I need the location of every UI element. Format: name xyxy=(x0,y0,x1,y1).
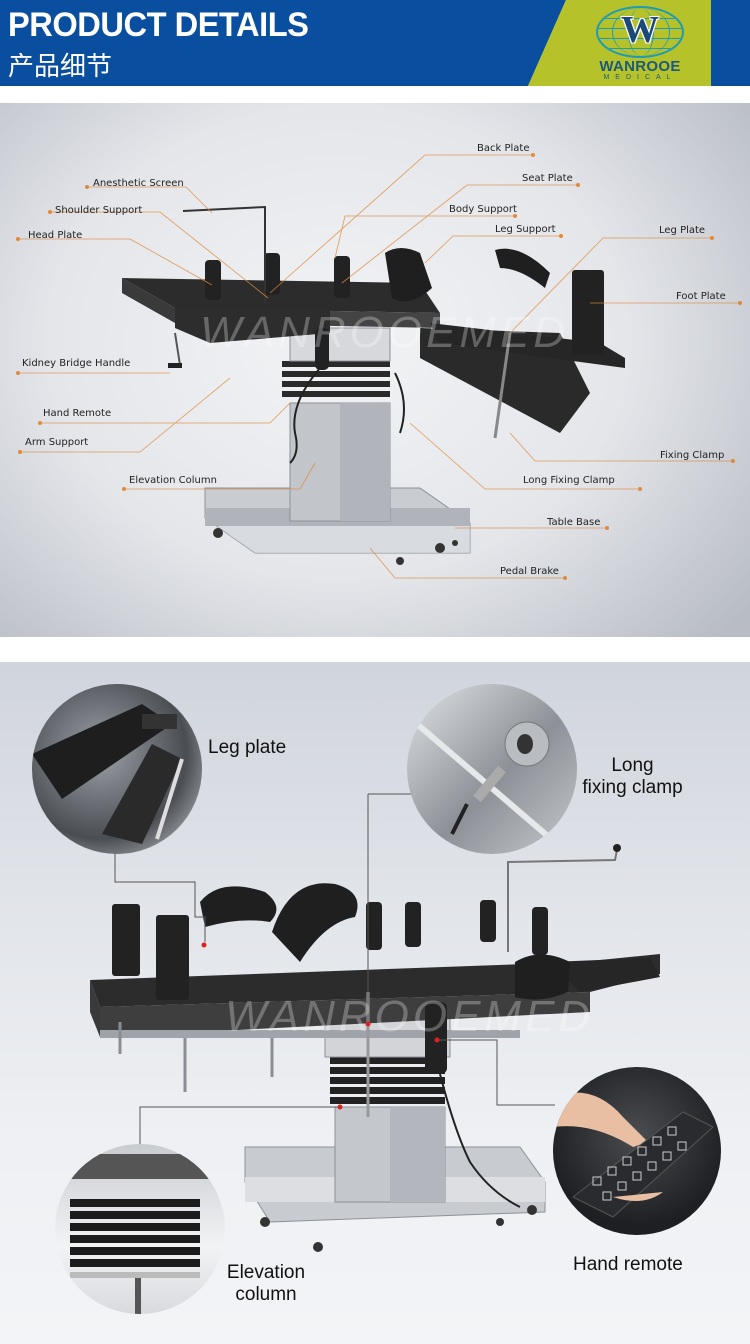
callout-leg-plate: Leg plate xyxy=(208,737,287,758)
callout-elevation-column-line1: Elevation xyxy=(226,1262,306,1283)
label-elevation-column: Elevation Column xyxy=(129,475,217,486)
label-body-support: Body Support xyxy=(449,204,517,215)
leg-plate-detail-image xyxy=(32,684,202,854)
watermark: WANROOEMED xyxy=(225,992,595,1041)
label-back-plate: Back Plate xyxy=(477,143,530,154)
label-leg-plate: Leg Plate xyxy=(659,225,706,236)
label-long-fixing-clamp: Long Fixing Clamp xyxy=(523,475,615,486)
header-right-strip xyxy=(711,0,750,86)
label-fixing-clamp: Fixing Clamp xyxy=(660,450,725,461)
label-foot-plate: Foot Plate xyxy=(676,291,726,302)
label-arm-support: Arm Support xyxy=(25,437,89,448)
long-fixing-clamp-detail-image xyxy=(407,684,577,854)
label-kidney-bridge-handle: Kidney Bridge Handle xyxy=(22,358,131,369)
label-hand-remote: Hand Remote xyxy=(43,408,112,419)
label-pedal-brake: Pedal Brake xyxy=(500,566,559,577)
page-subtitle: 产品细节 xyxy=(8,52,113,82)
hand-remote-detail-image xyxy=(553,1067,721,1235)
callout-long-fixing-clamp-line1: Long xyxy=(611,755,654,776)
callout-hand-remote: Hand remote xyxy=(573,1254,683,1275)
globe-icon xyxy=(596,6,684,58)
callout-elevation-column: Elevation column xyxy=(216,1262,316,1306)
watermark: WANROOEMED xyxy=(200,308,570,357)
label-seat-plate: Seat Plate xyxy=(522,173,573,184)
operating-table-illustration xyxy=(16,153,742,580)
label-anesthetic-screen: Anesthetic Screen xyxy=(93,178,184,189)
labeled-diagram-panel: WANROOEMED Anesthetic Screen Shoulder Su… xyxy=(0,103,750,637)
detail-callouts-panel: WANROOEMED Leg plate Long fixing clamp E… xyxy=(0,662,750,1344)
operating-table-photo xyxy=(90,793,660,1282)
label-table-base: Table Base xyxy=(547,517,601,528)
callout-long-fixing-clamp-line2: fixing clamp xyxy=(582,777,683,798)
label-shoulder-support: Shoulder Support xyxy=(55,205,143,216)
label-leg-support: Leg Support xyxy=(495,224,556,235)
logo-letter: W xyxy=(621,9,659,51)
callout-long-fixing-clamp: Long fixing clamp xyxy=(575,755,690,799)
callout-elevation-column-line2: column xyxy=(235,1284,297,1305)
brand-logo: W WANROOE MEDICAL xyxy=(590,4,690,84)
header-banner: PRODUCT DETAILS 产品细节 W WANROOE MEDICAL xyxy=(0,0,750,86)
label-head-plate: Head Plate xyxy=(28,230,83,241)
page-title: PRODUCT DETAILS xyxy=(8,6,309,44)
logo-tagline: MEDICAL xyxy=(603,74,677,81)
elevation-column-detail-image xyxy=(55,1144,225,1314)
logo-brand-name: WANROOE xyxy=(599,58,681,75)
